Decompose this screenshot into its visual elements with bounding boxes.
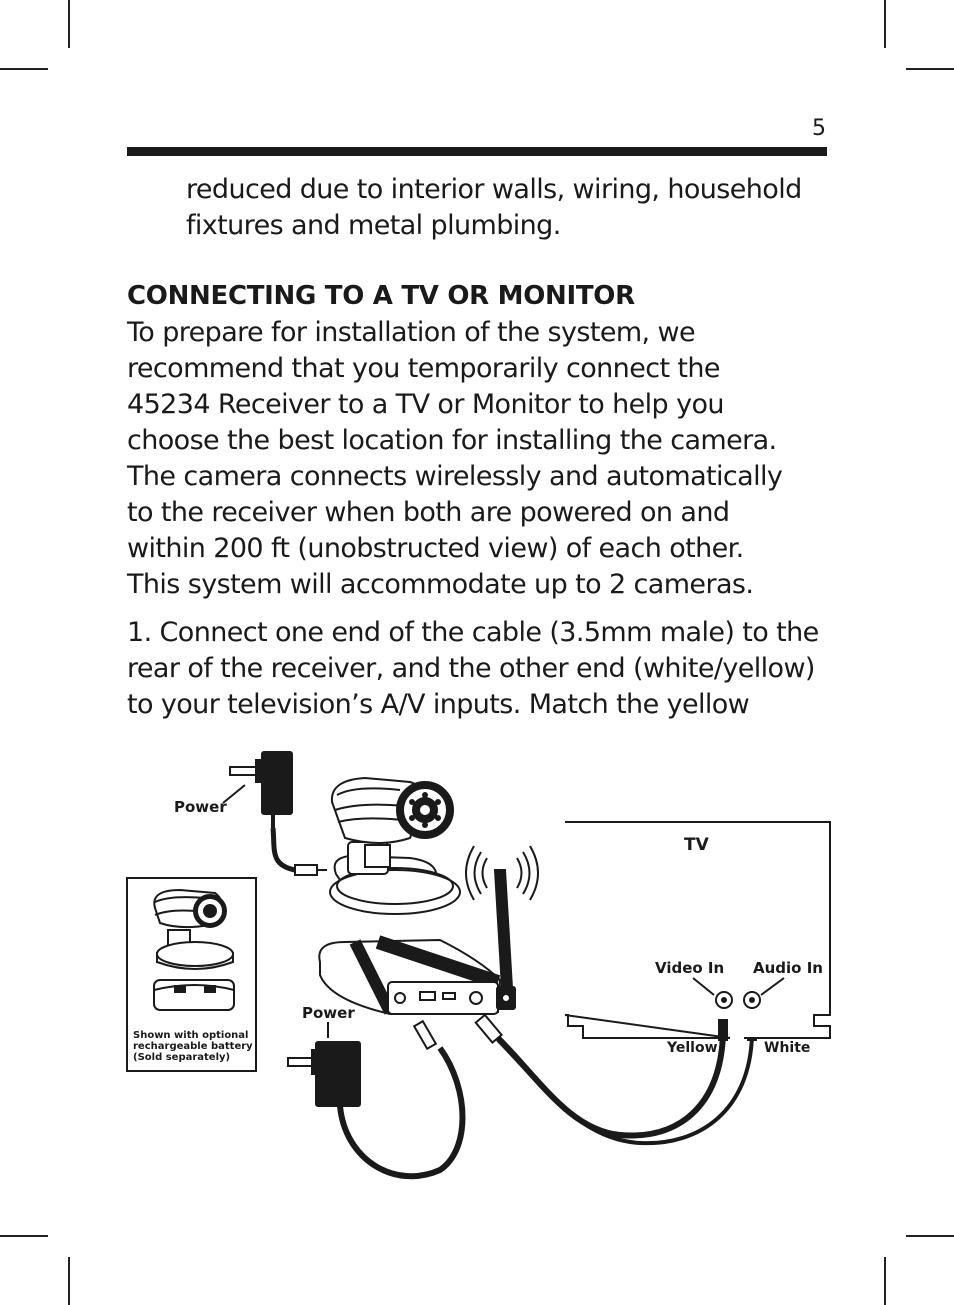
crop-mark xyxy=(68,1257,70,1305)
power-adapter-top xyxy=(222,751,327,876)
battery-note-line: (Sold separately) xyxy=(133,1052,230,1063)
text-line: to your television’s A/V inputs. Match t… xyxy=(127,689,750,720)
white-label: White xyxy=(764,1040,810,1056)
crop-mark xyxy=(0,68,48,70)
text-line: choose the best location for installing … xyxy=(127,425,777,456)
text-line: reduced due to interior walls, wiring, h… xyxy=(186,174,802,205)
battery-note-line: rechargeable battery xyxy=(133,1041,253,1052)
text-line: To prepare for installation of the syste… xyxy=(127,317,696,348)
text-line: rear of the receiver, and the other end … xyxy=(127,653,815,684)
header-rule xyxy=(127,147,827,156)
power-label-bottom: Power xyxy=(302,1004,355,1022)
video-in-label: Video In xyxy=(655,959,724,977)
crop-mark xyxy=(906,68,954,70)
connection-diagram: Power Power TV Video In Audio In Yellow … xyxy=(126,751,831,1180)
text-line: 45234 Receiver to a TV or Monitor to hel… xyxy=(127,389,724,420)
power-label-top: Power xyxy=(174,798,227,816)
text-line: recommend that you temporarily connect t… xyxy=(127,353,721,384)
camera-with-battery xyxy=(153,888,235,1011)
power-adapter-bottom xyxy=(287,1019,466,1180)
audio-in-label: Audio In xyxy=(753,959,823,977)
tv-label: TV xyxy=(684,835,710,855)
crop-mark xyxy=(0,1235,48,1237)
text-line: This system will accommodate up to 2 cam… xyxy=(127,569,754,600)
section-heading: CONNECTING TO A TV OR MONITOR xyxy=(127,281,635,311)
text-line: to the receiver when both are powered on… xyxy=(127,497,730,528)
step-1-paragraph: 1. Connect one end of the cable (3.5mm m… xyxy=(127,615,819,723)
intro-paragraph: To prepare for installation of the syste… xyxy=(127,315,783,603)
camera xyxy=(329,776,461,915)
page-number: 5 xyxy=(812,116,826,141)
text-line: within 200 ft (unobstructed view) of eac… xyxy=(127,533,744,564)
crop-mark xyxy=(884,1257,886,1305)
tv xyxy=(564,821,831,1039)
battery-note-line: Shown with optional xyxy=(133,1030,248,1041)
av-cable xyxy=(474,1013,757,1146)
antenna xyxy=(465,845,539,989)
text-line: The camera connects wirelessly and autom… xyxy=(127,461,783,492)
yellow-label: Yellow xyxy=(666,1040,718,1056)
continued-paragraph: reduced due to interior walls, wiring, h… xyxy=(186,172,802,244)
receiver xyxy=(318,935,516,1016)
crop-mark xyxy=(906,1235,954,1237)
crop-mark xyxy=(884,0,886,48)
text-line: 1. Connect one end of the cable (3.5mm m… xyxy=(127,617,819,648)
crop-mark xyxy=(68,0,70,48)
text-line: fixtures and metal plumbing. xyxy=(186,210,561,241)
